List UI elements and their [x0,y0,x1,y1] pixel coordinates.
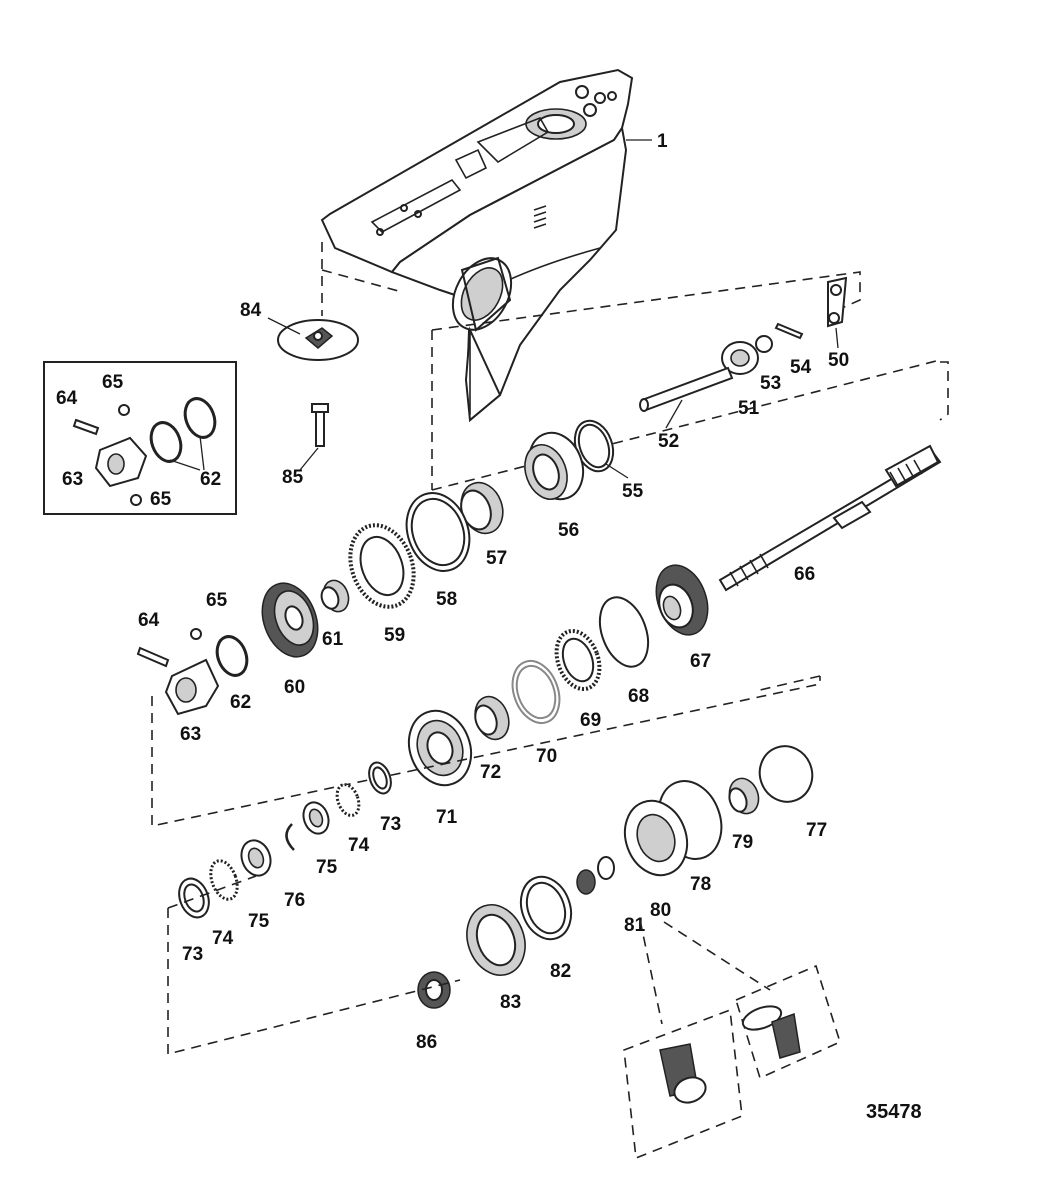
washer-73-lower [178,877,210,919]
callout-55: 55 [622,481,644,502]
bearing-61 [320,579,350,613]
callout-73-upper: 73 [380,814,401,835]
reverse-gear-67 [655,564,709,636]
bearing-83 [466,904,526,976]
callout-73-lower: 73 [182,944,203,965]
detent-65-inset-a [118,404,130,416]
callout-71: 71 [436,807,458,828]
callout-72: 72 [480,762,501,783]
callout-56: 56 [558,520,579,541]
callout-81: 81 [624,915,646,936]
ring-55 [573,419,615,473]
part-53 [755,335,773,353]
detent-65-main [190,628,202,640]
shaft-52 [639,366,734,412]
ring-62-main [215,635,249,677]
callout-69: 69 [580,710,601,731]
detail-inset-right [735,964,841,1080]
shift-cam-50 [827,276,848,328]
o-ring-77 [758,745,814,803]
callout-61: 61 [322,629,344,650]
thrust-bearing-69 [554,628,602,692]
shim-58 [405,492,471,572]
ring-62-inset [149,397,217,463]
callout-74-lower: 74 [212,928,234,949]
callout-64-inset: 64 [56,388,78,409]
inset-box [43,361,237,515]
callout-68: 68 [628,686,649,707]
washer-75-lower [240,839,272,877]
callout-59: 59 [384,625,405,646]
ring-74-upper [335,783,361,817]
bearing-57 [460,481,504,535]
clutch-63-inset [94,436,148,488]
ring-74-lower [209,859,239,901]
nut-81 [576,869,596,895]
bearing-72 [474,695,510,741]
callout-79: 79 [732,832,753,853]
callout-85: 85 [282,467,304,488]
callout-53: 53 [760,373,781,394]
detail-inset-left [623,1008,743,1160]
washer-75-upper [302,801,330,835]
callout-84: 84 [240,300,262,321]
callout-50: 50 [828,350,849,371]
callout-70: 70 [536,746,557,767]
callout-62-main: 62 [230,692,251,713]
callout-78: 78 [690,874,711,895]
pin-64-inset [72,418,100,436]
callout-62-inset: 62 [200,469,221,490]
anode-84 [277,319,359,361]
figure-number: 35478 [866,1101,922,1123]
bearing-carrier-56 [524,431,585,501]
shim-70 [511,660,561,724]
screw-85 [311,403,329,447]
bearing-79 [728,777,760,815]
callout-75-upper: 75 [316,857,338,878]
callout-80: 80 [650,900,671,921]
pin-64-main [136,646,170,668]
callout-63-main: 63 [180,724,201,745]
bushing-51 [721,341,759,375]
ring-68 [598,596,650,668]
callout-58: 58 [436,589,457,610]
callout-86: 86 [416,1032,437,1053]
callout-54: 54 [790,357,812,378]
callout-67: 67 [690,651,711,672]
forward-gear-60 [261,582,319,658]
washer-80 [597,856,615,880]
ring-82 [519,875,573,941]
callout-76: 76 [284,890,305,911]
pin-54 [774,322,804,340]
callout-57: 57 [486,548,507,569]
callout-63-inset: 63 [62,469,83,490]
clutch-63-main [164,658,220,716]
gear-housing-cover-78 [623,780,723,877]
callout-65-inset-b: 65 [150,489,172,510]
callout-82: 82 [550,961,571,982]
washer-73-upper [368,761,392,795]
propshaft-66 [718,444,942,592]
thrust-bearing-59 [348,523,416,609]
gear-housing [320,68,634,423]
callout-64-main: 64 [138,610,160,631]
callout-74-upper: 74 [348,835,370,856]
callout-1: 1 [657,131,668,152]
callout-66: 66 [794,564,815,585]
callout-60: 60 [284,677,305,698]
bearing-carrier-71 [407,709,473,787]
callout-83: 83 [500,992,521,1013]
callout-65-inset-a: 65 [102,372,124,393]
callout-65-main: 65 [206,590,228,611]
callout-75-lower: 75 [248,911,270,932]
detent-65-inset-b [130,494,142,506]
callout-77: 77 [806,820,827,841]
clip-76 [285,823,295,851]
callout-52: 52 [658,431,679,452]
nut-86 [417,971,451,1009]
